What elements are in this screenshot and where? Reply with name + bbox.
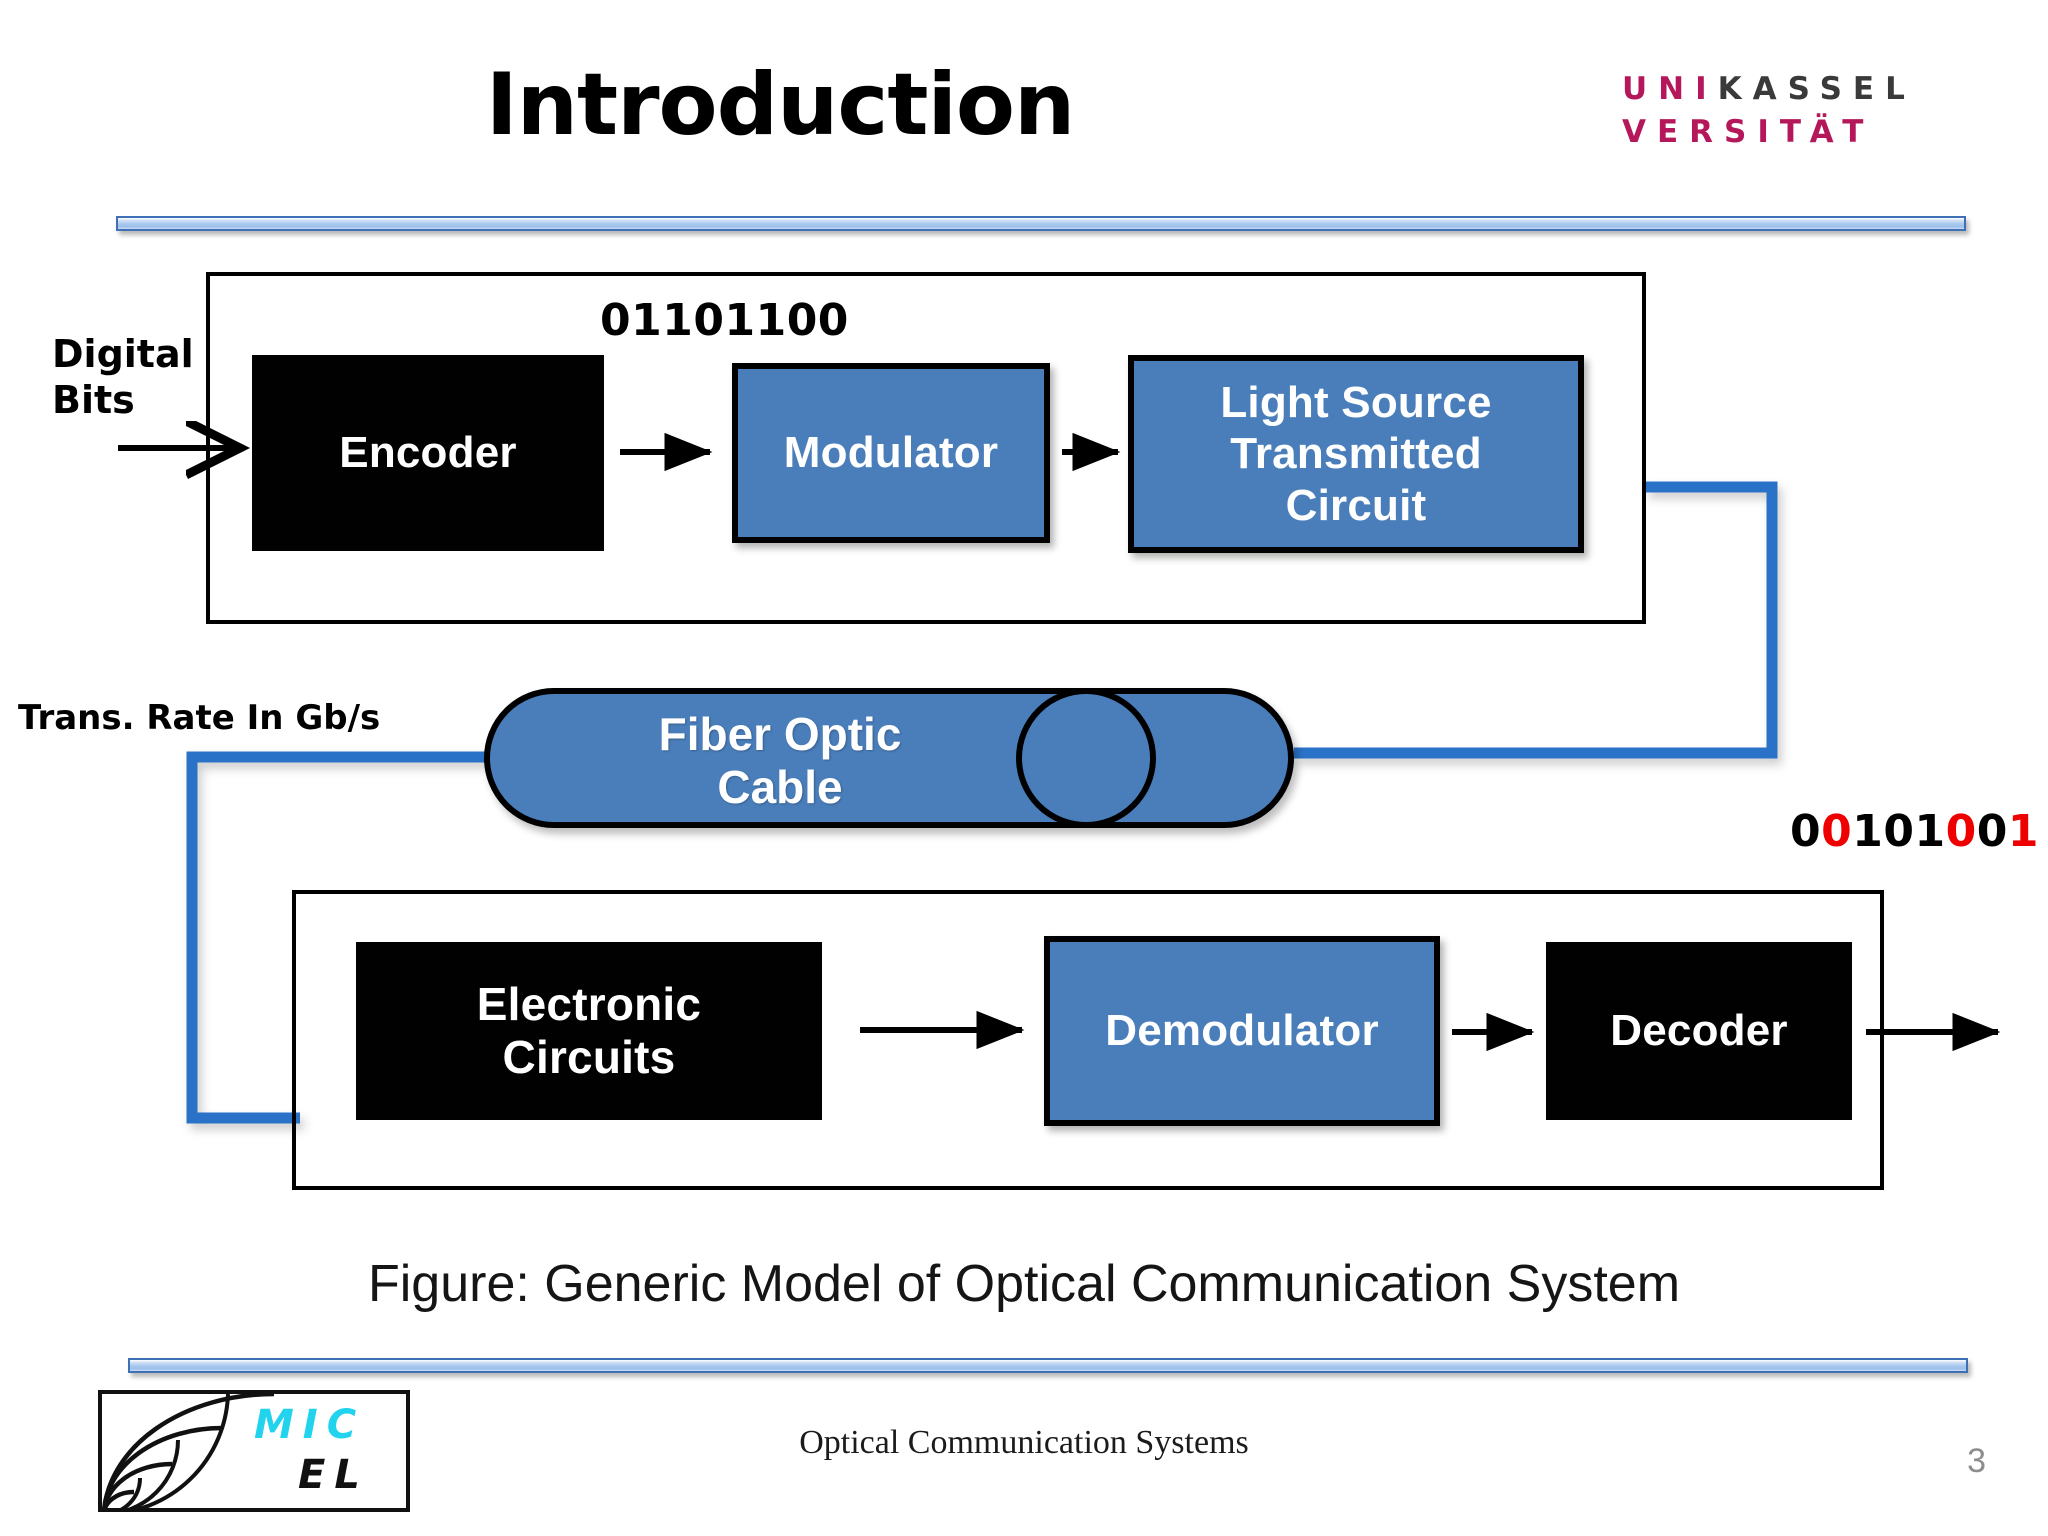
output-bit-6: 0 xyxy=(1976,806,2008,857)
fiber-label-line-1: Fiber Optic xyxy=(658,708,902,760)
micel-el-text: EL xyxy=(298,1452,369,1498)
block-label-line: Circuit xyxy=(1285,480,1427,530)
label-input-bitstream: 01101100 xyxy=(600,295,849,346)
university-logo: UNIKASSEL VERSITÄT xyxy=(1622,68,2032,154)
page-title: Introduction xyxy=(485,55,1076,155)
output-bit-1: 0 xyxy=(1821,806,1853,857)
output-bit-4: 1 xyxy=(1914,806,1946,857)
antenna-web-icon xyxy=(102,1394,275,1508)
block-decoder[interactable]: Decoder xyxy=(1546,942,1852,1120)
output-bit-7: 1 xyxy=(2007,806,2039,857)
output-bit-2: 1 xyxy=(1852,806,1884,857)
uni-logo-line-2: VERSITÄT xyxy=(1622,111,2032,154)
block-fiber-optic-cable[interactable]: Fiber Optic Cable xyxy=(484,688,1294,838)
block-label-line: Circuits xyxy=(502,1031,676,1083)
block-demodulator[interactable]: Demodulator xyxy=(1044,936,1440,1126)
block-label-line: Electronic xyxy=(476,977,702,1030)
uni-logo-uni: UNI xyxy=(1622,71,1718,107)
block-label-line: Light Source xyxy=(1220,378,1492,428)
fiber-label-line-2: Cable xyxy=(717,761,843,814)
block-encoder[interactable]: Encoder xyxy=(252,355,604,551)
label-transmission-rate: Trans. Rate In Gb/s xyxy=(18,698,381,738)
fiber-cross-section-circle xyxy=(1016,688,1156,828)
footer-subject: Optical Communication Systems xyxy=(799,1424,1249,1461)
output-bit-5: 0 xyxy=(1945,806,1977,857)
output-bit-3: 0 xyxy=(1883,806,1915,857)
fiber-body-shape xyxy=(484,688,1294,828)
receiver-frame xyxy=(292,890,1884,1190)
label-digital-bits: Digital Bits xyxy=(52,332,194,422)
micel-mic-text: MIC xyxy=(254,1402,366,1448)
transmitter-frame xyxy=(206,272,1646,624)
label-output-bitstream: 00101001 xyxy=(1790,806,2039,857)
output-bit-0: 0 xyxy=(1790,806,1822,857)
micel-department-logo: MIC EL xyxy=(98,1390,410,1512)
fiber-optic-cable-label: Fiber Optic Cable xyxy=(520,708,1040,815)
block-modulator[interactable]: Modulator xyxy=(732,363,1050,543)
page-number: 3 xyxy=(1967,1442,1986,1480)
uni-logo-kassel: KASSEL xyxy=(1717,71,1916,107)
divider-top xyxy=(116,216,1966,231)
divider-bottom xyxy=(128,1358,1968,1373)
uni-logo-line-1: UNIKASSEL xyxy=(1622,68,2032,111)
uni-logo-versitat: VERSITÄT xyxy=(1622,113,1875,150)
block-label-line: Transmitted xyxy=(1230,429,1482,479)
figure-caption: Figure: Generic Model of Optical Communi… xyxy=(367,1255,1681,1313)
